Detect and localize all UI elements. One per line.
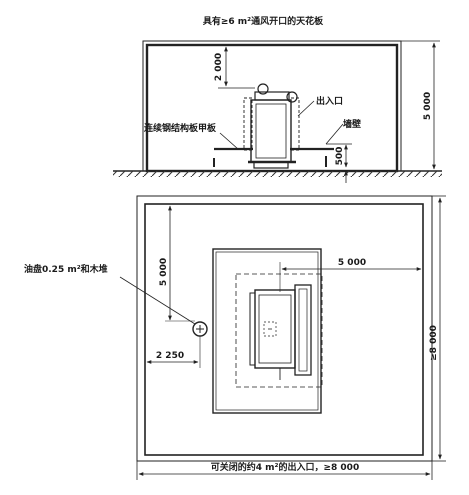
fire-leader — [119, 276, 196, 325]
dim-fire-x-text: 2 250 — [156, 351, 184, 361]
dim-top-clearance-text: 2 000 — [214, 53, 224, 81]
cabinet-top-view — [249, 284, 312, 380]
exit-leader — [297, 100, 315, 117]
dim-top-clearance: 2 000 — [214, 44, 255, 89]
dim-fire-y-text: 5 000 — [159, 258, 169, 286]
ground-line — [113, 170, 442, 177]
plate-leader — [219, 132, 239, 150]
dim-room-height: 5 000 — [401, 40, 440, 170]
dim-center-x: 5 000 — [279, 258, 422, 292]
plan-view: 油盘0.25 m²和木堆 5 000 2 250 5 000 ≥8 000 — [24, 195, 446, 480]
exit-label: 出入口 — [316, 95, 343, 107]
center-platform — [212, 248, 322, 414]
dim-room-height-text: 5 000 — [423, 92, 433, 120]
room-walls — [142, 40, 402, 173]
plate-label: 连续钢结构板甲板 — [144, 122, 217, 134]
elevation-view: 具有≥6 m²通风开口的天花板 — [113, 15, 442, 183]
room-outline — [136, 195, 433, 462]
plan-exit-label: 可关闭的约4 m²的出入口，≥8 000 — [211, 461, 359, 473]
dim-wall-height-text: 500 — [335, 147, 345, 166]
fire-source — [192, 321, 208, 337]
dim-wall-height: 500 — [326, 143, 352, 183]
wall-leader — [325, 123, 344, 145]
dim-side-y-text: ≥8 000 — [429, 325, 439, 361]
dim-bottom-x: 可关闭的约4 m²的出入口，≥8 000 — [136, 461, 433, 480]
dim-center-x-text: 5 000 — [338, 258, 366, 268]
steel-plate-deck — [213, 147, 334, 167]
dashed-contour — [235, 273, 323, 388]
dim-fire-x: 2 250 — [146, 336, 201, 368]
wall-label: 墙壁 — [343, 118, 361, 130]
fire-label: 油盘0.25 m²和木堆 — [24, 263, 108, 275]
test-cabinet — [243, 83, 300, 169]
ceiling-label: 具有≥6 m²通风开口的天花板 — [202, 15, 324, 27]
dim-side-y: ≥8 000 — [429, 195, 446, 462]
dim-fire-y: 5 000 — [159, 205, 195, 322]
